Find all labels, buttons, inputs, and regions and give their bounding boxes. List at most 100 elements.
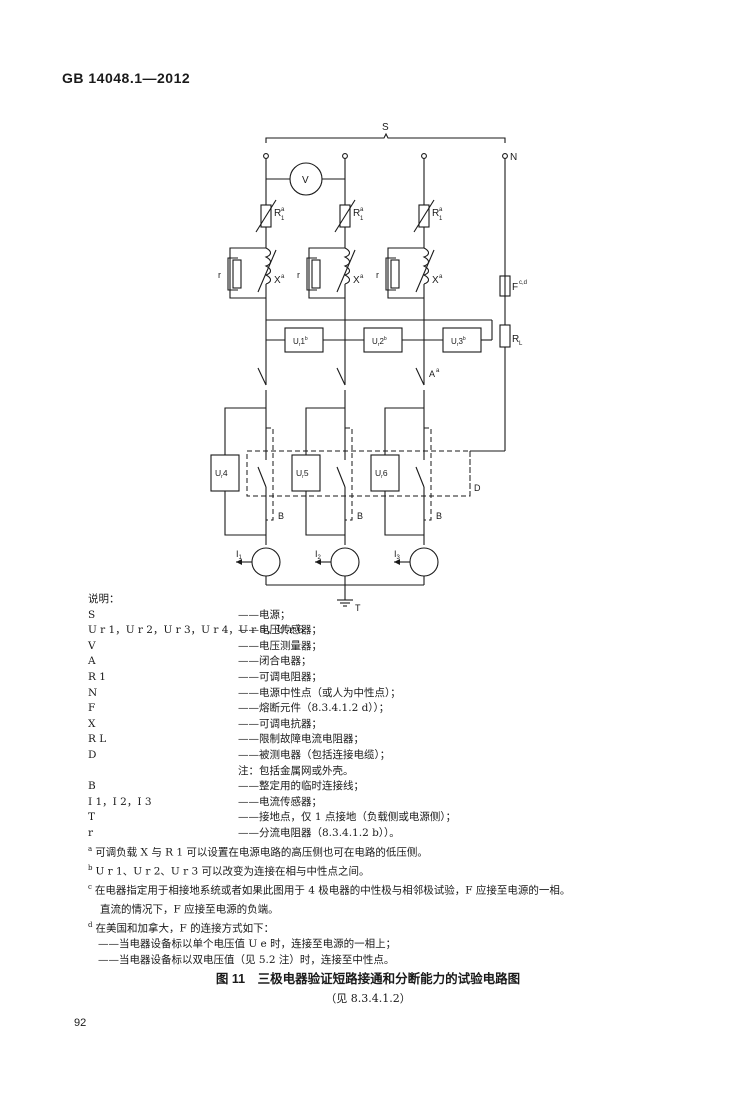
standard-header: GB 14048.1—2012 [62,70,191,86]
resistor-rl [499,324,511,348]
legend-symbol: X [88,717,96,730]
label-rl: R [512,334,519,345]
svg-text:1: 1 [439,216,443,222]
svg-text:r: r [376,270,379,280]
legend-symbol: N [88,686,98,699]
legend-item: R L——限制故障电流电阻器； [88,732,668,748]
legend-description: ——电源； [238,608,291,621]
footnote-text: 在电器指定用于相接地系统或者如果此图用于 4 极电器的中性极与相邻极试验，F 应… [94,884,571,897]
legend-item: X ——可调电抗器； [88,717,668,733]
legend-description: ——整定用的临时连接线； [238,780,364,793]
svg-text:R: R [353,208,360,219]
svg-text:X: X [274,275,281,286]
svg-text:X: X [353,275,360,286]
legend-item: U r 1，U r 2，U r 3，U r 4，U r 5，U r 6——电压传… [88,623,668,639]
legend-symbol: F [88,702,96,715]
legend-description: ——电流传感器； [238,795,322,808]
svg-text:Ur3b: Ur3b [451,336,466,348]
legend-description: ——可调电抗器； [238,717,322,730]
label-switch: A [429,369,435,379]
link-b-2 [345,427,353,521]
legend-symbol: T [88,811,96,824]
legend-item: B ——整定用的临时连接线； [88,779,668,795]
legend-d-note: 注：包括金属网或外壳。 [238,764,354,777]
legend-item: N ——电源中性点（或人为中性点）； [88,686,668,702]
svg-text:c,d: c,d [519,280,527,286]
footnote-text: U r 1、U r 2、U r 3 可以改变为连接在相与中性点之间。 [95,865,370,878]
legend-item: D——被测电器（包括连接电缆）； [88,748,668,764]
legend-symbol: V [88,639,96,652]
link-b-3 [424,427,432,521]
svg-text:r: r [218,270,221,280]
legend-symbol: B [88,780,96,793]
legend-description: ——可调电阻器； [238,670,322,683]
footnote-subitem: ——当电器设备标以单个电压值 U e 时，连接至电源的一相上； [98,937,397,950]
legend-symbol: I 1，I 2，I 3 [88,795,152,808]
figure-subtitle: （见 8.3.4.1.2） [325,992,411,1005]
svg-text:a: a [436,368,440,374]
legend-item: A ——闭合电器； [88,654,668,670]
legend-description: ——闭合电器； [238,655,312,668]
legend-description: ——分流电阻器（8.3.4.1.2 b））。 [238,826,400,839]
circuit-diagram: S N V R 1 a R 1 a R 1 a X a X a X a r r … [210,122,527,613]
legend-item: T——接地点，仅 1 点接地（负载侧或电源侧）； [88,810,668,826]
svg-text:a: a [281,274,285,280]
svg-text:Ur5: Ur5 [296,468,309,480]
legend-item: r——分流电阻器（8.3.4.1.2 b））。 [88,826,668,842]
terminal-n [502,153,508,159]
reactor-group-l3 [385,247,435,299]
footnote-text: 在美国和加拿大，F 的连接方式如下： [95,922,275,935]
svg-text:X: X [432,275,439,286]
legend-title: 说明： [88,593,120,605]
legend-description: ——被测电器（包括连接电缆）； [238,748,391,761]
reactor-group-l1 [227,247,277,299]
svg-text:a: a [360,274,364,280]
legend-item: R 1——可调电阻器； [88,670,668,686]
legend-item: I 1，I 2，I 3 ——电流传感器； [88,795,668,811]
svg-text:I1: I1 [236,549,243,561]
legend-symbol: A [88,655,96,668]
svg-text:Ur4: Ur4 [215,468,228,480]
svg-text:a: a [439,207,443,213]
svg-text:B: B [357,511,363,521]
terminal-l1 [263,153,269,159]
current-sensor-i1 [251,547,281,577]
device-enclosure [246,450,471,497]
terminal-l3 [421,153,427,159]
current-sensor-i2 [330,547,360,577]
figure-title: 图 11 三极电器验证短路接通和分断能力的试验电路图 [215,972,521,986]
svg-text:1: 1 [281,216,285,222]
legend-item: S ——电源； [88,608,668,624]
svg-text:a: a [439,274,443,280]
label-neutral: N [510,152,517,163]
reactor-group-l2 [306,247,356,299]
legend-description: ——限制故障电流电阻器； [238,733,364,746]
svg-text:I2: I2 [315,549,322,561]
svg-text:I3: I3 [394,549,401,561]
svg-text:B: B [436,511,442,521]
legend-description: ——熔断元件（8.3.4.1.2 d））； [238,702,390,715]
terminal-l2 [342,153,348,159]
footnote-mark: b [88,863,93,872]
svg-text:1: 1 [360,216,364,222]
footnote-mark: d [88,920,93,929]
page-number: 92 [74,1017,87,1029]
link-b-1 [266,427,274,521]
legend-description: ——电压测量器； [238,639,322,652]
svg-text:a: a [281,207,285,213]
footnote-text: 直流的情况下，F 应接至电源的负端。 [100,903,279,916]
legend-symbol: S [88,608,96,621]
label-earth: T [355,603,361,613]
svg-text:B: B [278,511,284,521]
label-voltmeter: V [302,175,309,186]
footnote: 直流的情况下，F 应接至电源的负端。 [88,899,668,918]
svg-text:R: R [432,208,439,219]
legend-description: ——电源中性点（或人为中性点）； [238,686,401,699]
svg-text:R: R [274,208,281,219]
label-device: D [474,483,481,493]
legend-item: V ——电压测量器； [88,639,668,655]
footnote-text: 可调负载 X 与 R 1 可以设置在电源电路的高压侧也可在电路的低压侧。 [95,846,428,858]
footnote-subitem: ——当电器设备标以双电压值（见 5.2 注）时，连接至中性点。 [98,953,395,966]
